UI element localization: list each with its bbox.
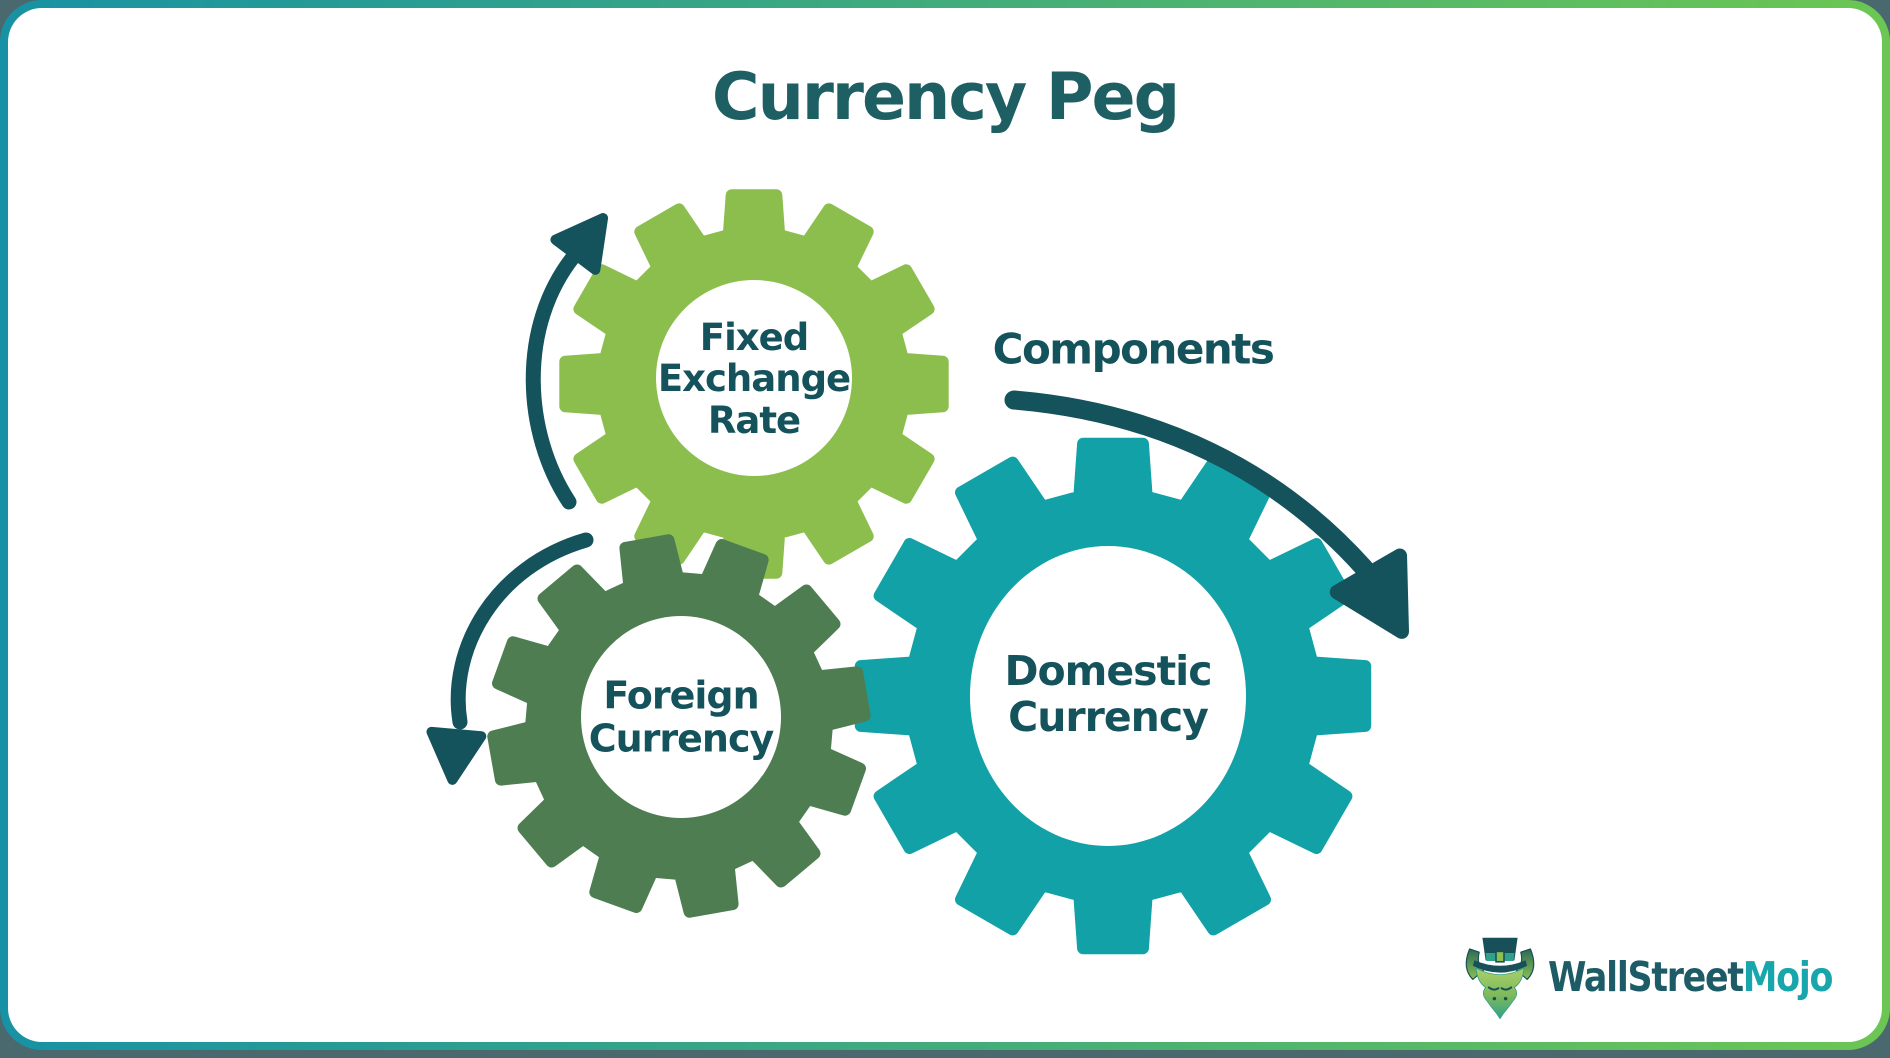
gears-diagram bbox=[426, 189, 1410, 955]
domestic-line1: Domestic bbox=[1004, 647, 1212, 696]
gear-hole-foreign bbox=[581, 616, 781, 818]
foreign-line1: Foreign bbox=[603, 673, 759, 718]
components-arrow-icon bbox=[1004, 390, 1410, 639]
foreign-currency-label: Foreign Currency bbox=[588, 673, 775, 760]
components-label: Components bbox=[992, 324, 1275, 374]
brand-logo: WallStreetMojo bbox=[1460, 934, 1882, 1020]
brand-part-wallstreet: WallStreet bbox=[1548, 953, 1744, 1001]
bull-mascot-icon bbox=[1465, 937, 1535, 1020]
fixed-line2: Exchange bbox=[657, 357, 851, 401]
fixed-line3: Rate bbox=[707, 398, 801, 442]
brand-part-mojo: Mojo bbox=[1742, 953, 1834, 1001]
fixed-exchange-rate-label: Fixed Exchange Rate bbox=[657, 315, 851, 442]
fixed-line1: Fixed bbox=[699, 315, 809, 359]
foreign-line2: Currency bbox=[588, 716, 775, 760]
page-title: Currency Peg bbox=[711, 60, 1180, 135]
rotation-arrow-down-icon bbox=[426, 532, 594, 785]
canvas: Currency Peg bbox=[8, 8, 1882, 1042]
brand-name: WallStreetMojo bbox=[1548, 953, 1834, 1001]
rotation-arrow-up-icon bbox=[525, 213, 609, 510]
gear-hole-fixed bbox=[656, 280, 852, 476]
domestic-currency-label: Domestic Currency bbox=[1004, 647, 1212, 741]
gear-hole-domestic bbox=[970, 546, 1246, 846]
domestic-line2: Currency bbox=[1008, 693, 1209, 741]
